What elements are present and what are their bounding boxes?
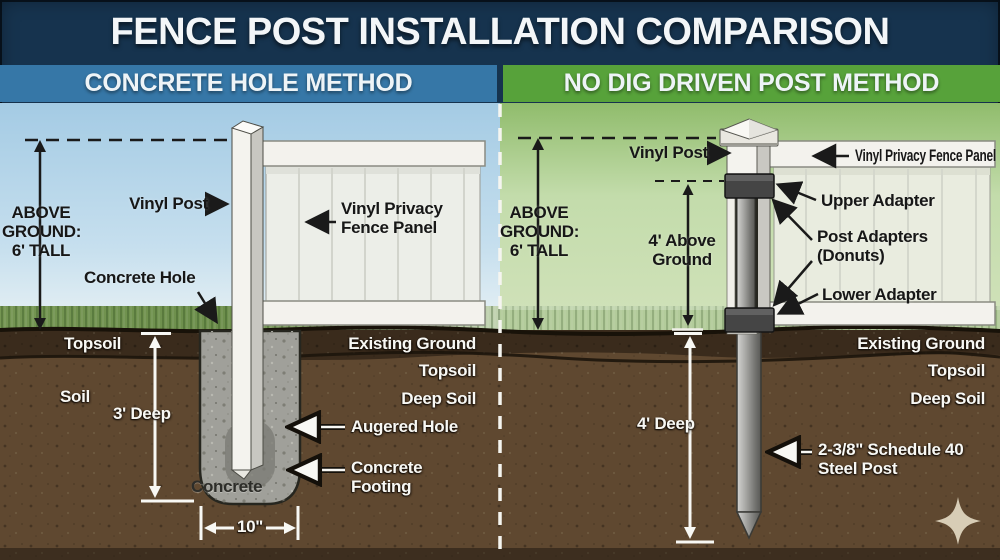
left-topsoil-surface-label: Topsoil bbox=[64, 334, 122, 353]
right-4ft-deep-arrow bbox=[674, 332, 714, 544]
left-concrete-hole-label: Concrete Hole bbox=[84, 268, 196, 287]
right-vinyl-post-label: Vinyl Post bbox=[629, 143, 708, 162]
left-concrete-footing-label: Concrete Footing bbox=[351, 458, 423, 497]
left-depth-label: 3' Deep bbox=[113, 404, 171, 423]
left-hole-width-label: 10" bbox=[236, 517, 264, 536]
left-method-header: CONCRETE HOLE METHOD bbox=[0, 65, 497, 102]
left-topsoil-layer-label: Topsoil bbox=[418, 361, 476, 380]
left-3ft-deep-arrow bbox=[141, 332, 194, 503]
lower-adapter-ring bbox=[724, 307, 775, 333]
left-vinyl-post-label: Vinyl Post bbox=[129, 194, 208, 213]
right-lower-adapter-label: Lower Adapter bbox=[822, 285, 937, 304]
hole-width-arrow bbox=[199, 506, 300, 540]
left-soil-label: Soil bbox=[60, 387, 90, 406]
left-vinyl-post bbox=[230, 120, 265, 480]
right-post-adapters-label: Post Adapters (Donuts) bbox=[817, 227, 928, 266]
right-deep-soil-label: Deep Soil bbox=[910, 389, 985, 408]
right-existing-ground-label: Existing Ground bbox=[857, 334, 985, 353]
right-above-ground-label: ABOVE GROUND: 6' TALL bbox=[500, 203, 580, 261]
right-fence-panel-label: Vinyl Privacy Fence Panel bbox=[855, 147, 996, 165]
left-above-ground-label: ABOVE GROUND: 6' TALL bbox=[2, 203, 82, 261]
left-fence-panel bbox=[260, 140, 486, 326]
right-4ft-above-arrow bbox=[672, 184, 703, 331]
right-method-header: NO DIG DRIVEN POST METHOD bbox=[503, 65, 1000, 102]
right-upper-adapter-label: Upper Adapter bbox=[821, 191, 935, 210]
left-fence-panel-label: Vinyl Privacy Fence Panel bbox=[341, 199, 443, 238]
page-title: FENCE POST INSTALLATION COMPARISON bbox=[110, 11, 890, 53]
upper-adapter-ring bbox=[724, 173, 775, 199]
right-vinyl-post bbox=[726, 139, 771, 335]
label-arrows-black bbox=[194, 140, 849, 325]
right-depth-label: 4' Deep bbox=[637, 414, 695, 433]
right-steel-post-label: 2-3/8" Schedule 40 Steel Post bbox=[818, 440, 964, 479]
sparkle-icon bbox=[935, 497, 981, 545]
steel-post bbox=[735, 329, 763, 540]
left-existing-ground-label: Existing Ground bbox=[348, 334, 476, 353]
left-concrete-label: Concrete bbox=[191, 477, 263, 496]
right-topsoil-layer-label: Topsoil bbox=[927, 361, 985, 380]
left-6ft-arrow bbox=[34, 140, 46, 330]
post-cap bbox=[719, 118, 779, 147]
left-deep-soil-label: Deep Soil bbox=[401, 389, 476, 408]
right-6ft-arrow bbox=[532, 138, 544, 330]
right-fence-panel bbox=[768, 140, 996, 326]
left-augered-hole-label: Augered Hole bbox=[351, 417, 458, 436]
label-arrows-white bbox=[291, 427, 812, 470]
right-4ft-above-label: 4' Above Ground bbox=[648, 231, 716, 270]
